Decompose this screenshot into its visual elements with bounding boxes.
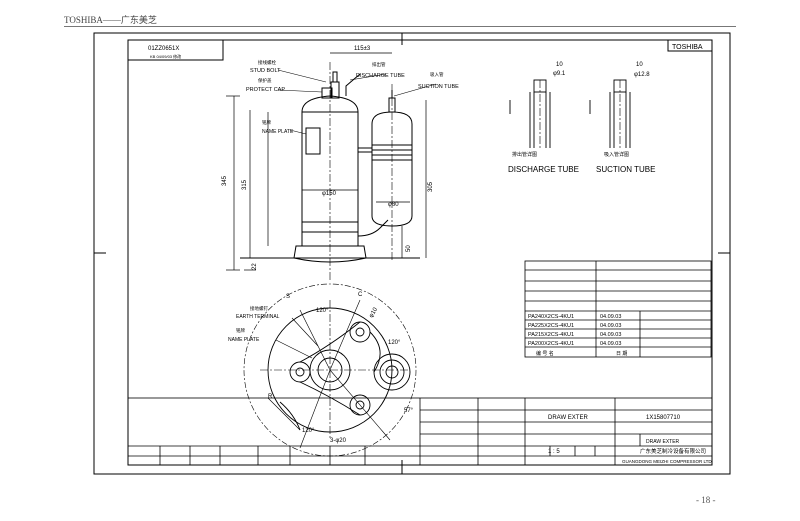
title-block — [127, 397, 713, 466]
dim-315: 315 — [242, 179, 248, 190]
dim-80: φ80 — [388, 202, 399, 208]
label-s: S — [286, 294, 290, 300]
scale-value: 1 : 5 — [548, 449, 560, 455]
page-number: - 18 - — [696, 495, 716, 505]
holes-dim: 3-φ20 — [330, 438, 347, 444]
name-plate2-cn: 铭牌 — [236, 327, 245, 334]
header-rule — [64, 26, 736, 27]
discharge-tube-cn: 排出管 — [372, 61, 386, 68]
model-date-3: 04.09.03 — [600, 332, 621, 338]
protect-cap-cn: 保护盖 — [258, 77, 272, 84]
dim-phi128: φ12.8 — [634, 72, 650, 78]
name-plate2-label: NAME PLATE — [228, 337, 260, 343]
table-foot-right: 日 期 — [616, 351, 627, 357]
page-header: TOSHIBA——广东美芝 — [64, 15, 157, 25]
model-date-2: 04.09.03 — [600, 323, 621, 329]
model-row-3: PA215X2CS-4KU1 — [528, 332, 574, 338]
model-date-4: 04.09.03 — [600, 341, 621, 347]
angle-120-bottom: 120° — [302, 428, 315, 434]
company-cn: 广东美芝制冷设备有限公司 — [640, 447, 706, 455]
model-row-4: PA200X2CS-4KU1 — [528, 341, 574, 347]
name-plate-label: NAME PLATE — [262, 129, 294, 135]
compressor-top-view — [243, 283, 417, 457]
dim-10a: 10 — [556, 62, 563, 68]
top-left-sub: KB 04/09/03 修改 — [150, 53, 181, 59]
earth-terminal-cn: 接地螺钉 — [250, 305, 268, 312]
dim-50: 50 — [406, 245, 412, 252]
top-left-code: 01ZZ0651X — [148, 46, 179, 52]
company-en: GUANGDONG MEIZHI COMPRESSOR LTD — [622, 459, 712, 464]
dim-115: 115±3 — [354, 46, 371, 52]
model-row-2: PA225X2CS-4KU1 — [528, 323, 574, 329]
suction-tube-label: SUCTION TUBE — [418, 84, 459, 90]
dim-305: 305 — [428, 181, 434, 192]
discharge-detail-cn: 排出管详图 — [512, 151, 537, 158]
title-draw: DRAW EXTER — [548, 415, 588, 421]
dim-phi10: φ10 — [369, 306, 380, 319]
dim-150: φ150 — [322, 191, 337, 197]
brand-label: TOSHIBA — [672, 44, 703, 51]
name-plate-cn: 铭牌 — [262, 119, 271, 126]
discharge-detail-label: DISCHARGE TUBE — [508, 165, 579, 174]
stud-bolt-label: STUD BOLT — [250, 68, 281, 74]
models-table — [524, 260, 712, 358]
suction-tube-cn: 吸入管 — [430, 71, 444, 78]
code-box — [127, 39, 224, 61]
dim-10b: 10 — [636, 62, 643, 68]
stud-bolt-cn: 接线螺栓 — [258, 59, 276, 66]
dim-345: 345 — [222, 175, 228, 186]
angle-120-top: 120° — [316, 308, 329, 314]
protect-cap-label: PROTECT CAP — [246, 87, 285, 93]
angle-120-right: 120° — [388, 340, 401, 346]
model-row-1: PA240X2CS-4KU1 — [528, 314, 574, 320]
dim-phi91: φ9.1 — [553, 71, 566, 77]
angle-57: 57° — [404, 408, 414, 414]
suction-detail-label: SUCTION TUBE — [596, 165, 655, 174]
label-r: R — [268, 394, 273, 400]
brand-box — [667, 39, 713, 52]
suction-detail-cn: 吸入管详图 — [604, 151, 629, 158]
earth-terminal-label: EARTH TERMINAL — [236, 314, 280, 320]
model-date-1: 04.09.03 — [600, 314, 621, 320]
dim-22: 22 — [252, 263, 258, 270]
discharge-tube-label: DISCHARGE TUBE — [356, 73, 405, 79]
table-foot-left: 编 号 名 — [536, 350, 554, 357]
label-c: C — [358, 292, 363, 298]
drawing-number: 1X15807710 — [646, 415, 681, 421]
tube-details — [509, 79, 631, 148]
part-name: DRAW EXTER — [646, 439, 680, 445]
